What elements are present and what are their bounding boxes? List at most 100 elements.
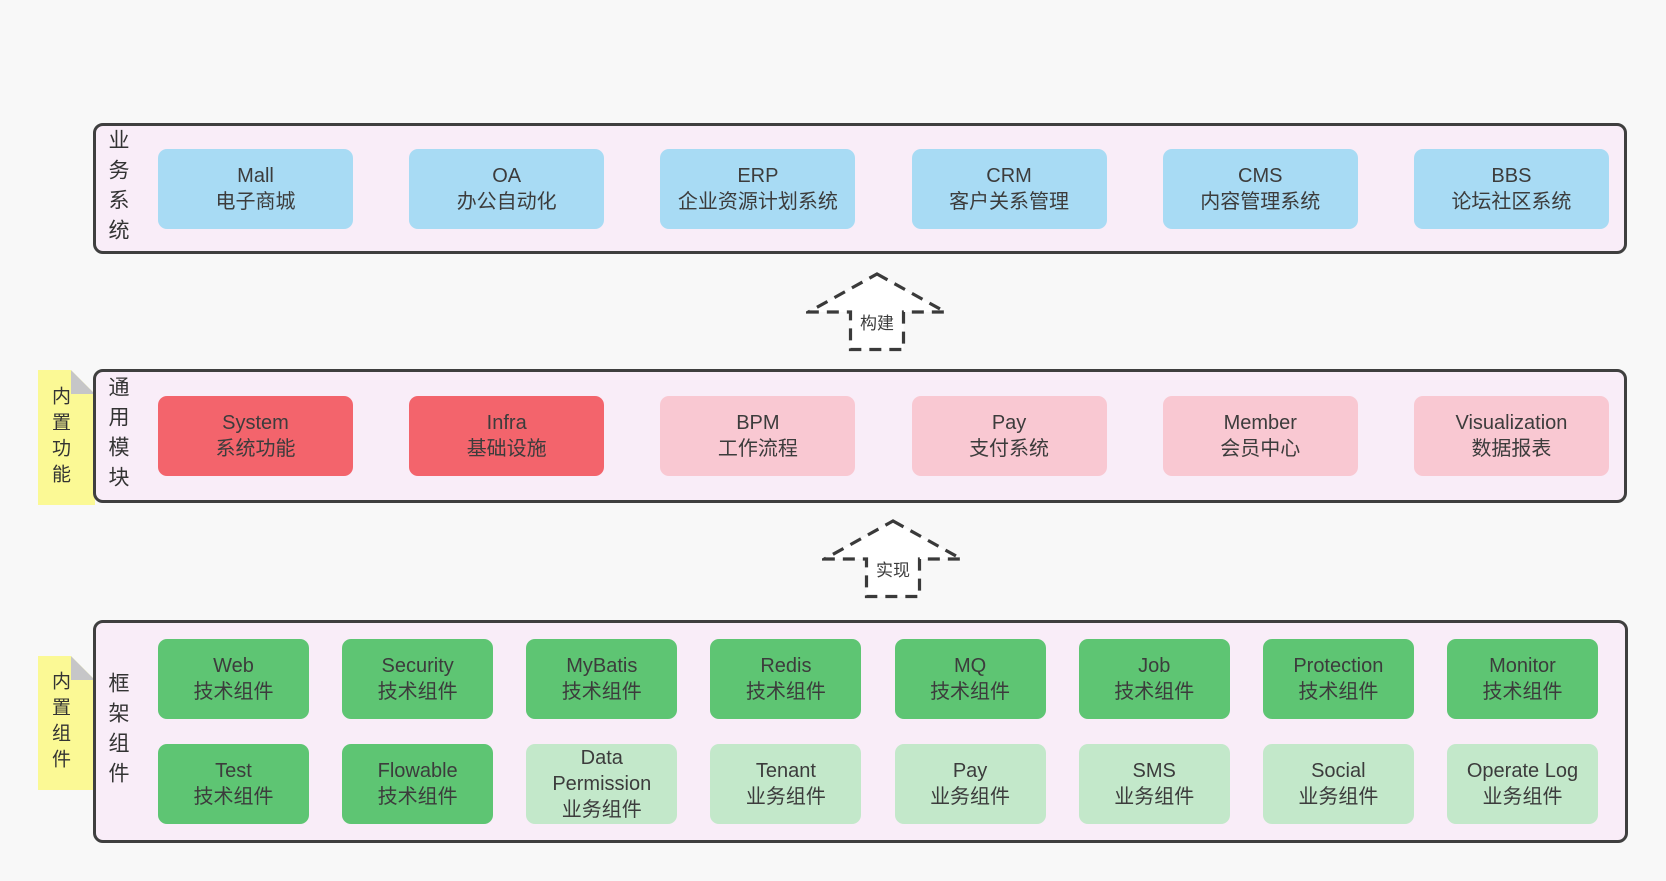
box-title: MQ	[953, 655, 987, 677]
box-subtitle: 业务组件	[1482, 786, 1563, 808]
box-operate-log: Operate Log 业务组件	[1446, 744, 1598, 824]
box-data-permission: Data Permission 业务组件	[526, 744, 678, 824]
box-subtitle: 数据报表	[1471, 438, 1552, 460]
box-title: SMS	[1132, 760, 1176, 782]
box-subtitle: 系统功能	[215, 438, 296, 460]
box-title: ERP	[737, 164, 779, 187]
box-sms: SMS 业务组件	[1078, 744, 1230, 824]
box-title: OA	[492, 164, 522, 187]
box-subtitle: 技术组件	[745, 681, 826, 703]
box-title: Web	[213, 655, 254, 677]
box-system: System 系统功能	[158, 396, 353, 476]
box-subtitle: 办公自动化	[456, 190, 557, 213]
sticky-note-built-in-components: 内置组件	[38, 656, 95, 790]
box-title: Protection	[1293, 655, 1384, 677]
box-subtitle: 支付系统	[969, 438, 1050, 460]
box-subtitle: 论坛社区系统	[1451, 190, 1572, 213]
box-row: Test 技术组件 Flowable 技术组件 Data Permission 业务组件 T…	[158, 744, 1598, 824]
box-title: Flowable	[377, 760, 458, 782]
arrow-label: 构建	[860, 314, 894, 333]
box-subtitle: 会员中心	[1220, 438, 1301, 460]
folded-corner-icon	[71, 370, 95, 394]
box-flowable: Flowable 技术组件	[342, 744, 494, 824]
box-security: Security 技术组件	[342, 639, 494, 719]
box-subtitle: 内容管理系统	[1200, 190, 1321, 213]
box-monitor: Monitor 技术组件	[1446, 639, 1598, 719]
box-title: Monitor	[1489, 655, 1556, 677]
box-erp: ERP 企业资源计划系统	[660, 148, 856, 229]
box-subtitle: 业务组件	[1298, 786, 1379, 808]
box-social: Social 业务组件	[1262, 744, 1414, 824]
box-subtitle: 技术组件	[377, 786, 458, 808]
section-label: 通用模块	[106, 376, 129, 496]
box-member: Member 会员中心	[1162, 396, 1358, 476]
box-subtitle: 技术组件	[193, 681, 274, 703]
box-title: Job	[1138, 655, 1171, 677]
box-job: Job 技术组件	[1078, 639, 1230, 719]
box-title: BPM	[736, 412, 780, 434]
box-oa: OA 办公自动化	[409, 148, 605, 229]
box-title: Security	[381, 655, 454, 677]
box-subtitle: 电子商城	[215, 190, 296, 213]
box-subtitle: 技术组件	[930, 681, 1011, 703]
box-subtitle: 企业资源计划系统	[677, 190, 838, 213]
box-mybatis: MyBatis 技术组件	[526, 639, 678, 719]
box-title: CMS	[1238, 164, 1283, 187]
box-title: Pay	[952, 760, 988, 782]
box-subtitle: 业务组件	[745, 786, 826, 808]
box-title: Mall	[237, 164, 274, 187]
box-protection: Protection 技术组件	[1262, 639, 1414, 719]
implement-arrow-icon: 实现	[822, 519, 964, 599]
box-title: Redis	[760, 655, 812, 677]
box-test: Test 技术组件	[158, 744, 309, 824]
arrow-outline	[822, 519, 964, 599]
sticky-note-label: 内置功能	[49, 385, 70, 490]
box-title: Operate Log	[1466, 760, 1579, 782]
box-subtitle: 技术组件	[561, 681, 642, 703]
box-title: Data Permission	[552, 747, 652, 795]
box-subtitle: 技术组件	[193, 786, 274, 808]
box-title: Test	[215, 760, 252, 782]
box-subtitle: 技术组件	[1298, 681, 1379, 703]
box-title: Tenant	[755, 760, 816, 782]
folded-corner-icon	[71, 656, 95, 680]
box-subtitle: 工作流程	[717, 438, 798, 460]
box-title: Member	[1223, 412, 1297, 434]
box-subtitle: 技术组件	[377, 681, 458, 703]
box-redis: Redis 技术组件	[710, 639, 862, 719]
box-title: Visualization	[1455, 412, 1568, 434]
box-subtitle: 业务组件	[1114, 786, 1195, 808]
arrow-label: 实现	[876, 561, 910, 580]
box-bpm: BPM 工作流程	[660, 396, 856, 476]
box-pay: Pay 业务组件	[894, 744, 1046, 824]
box-title: Social	[1311, 760, 1366, 782]
section-label: 业务系统	[106, 128, 129, 249]
box-subtitle: 技术组件	[1114, 681, 1195, 703]
box-subtitle: 业务组件	[930, 786, 1011, 808]
box-title: Infra	[486, 412, 527, 434]
box-mall: Mall 电子商城	[158, 148, 353, 229]
box-web: Web 技术组件	[158, 639, 309, 719]
box-subtitle: 技术组件	[1482, 681, 1563, 703]
sticky-note-label: 内置组件	[49, 671, 70, 775]
section-label: 框架组件	[106, 671, 129, 792]
box-subtitle: 业务组件	[561, 799, 642, 821]
box-title: MyBatis	[566, 655, 638, 677]
sticky-note-built-in-features: 内置功能	[38, 370, 95, 505]
arrow-outline	[806, 272, 948, 352]
box-title: System	[222, 412, 289, 434]
